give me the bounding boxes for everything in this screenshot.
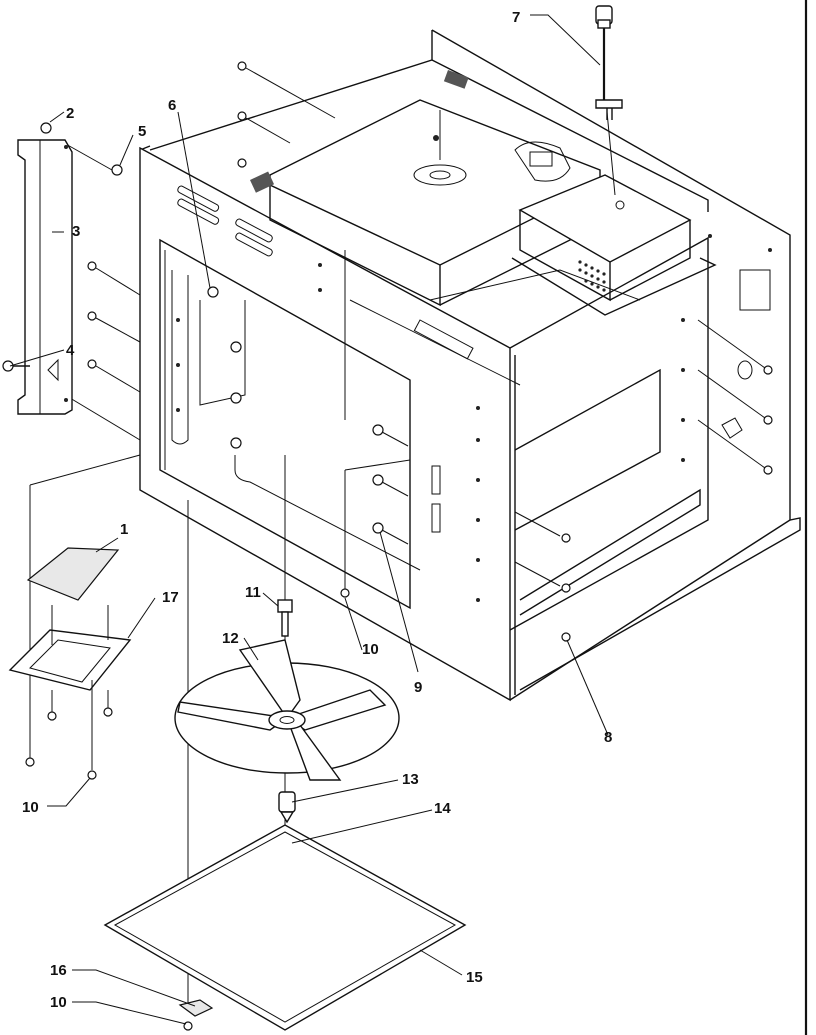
callout-13: 13 <box>402 771 419 788</box>
callout-labels: 7 2 5 6 3 4 1 17 11 12 10 9 8 13 14 10 1… <box>22 9 612 1011</box>
screw-2 <box>40 122 52 134</box>
bottom-plate <box>103 824 467 1031</box>
callout-6: 6 <box>168 97 176 114</box>
callout-2: 2 <box>66 105 74 122</box>
callout-3: 3 <box>72 223 80 240</box>
callout-10-left: 10 <box>22 799 39 816</box>
clip <box>178 999 214 1017</box>
fan-bolt <box>277 599 293 637</box>
screw-10-middle <box>340 588 350 598</box>
callout-9: 9 <box>414 679 422 696</box>
screw-set <box>87 61 773 642</box>
screw-10-bottom <box>183 1021 193 1031</box>
side-bracket <box>17 139 73 415</box>
temperature-sensor <box>595 5 623 120</box>
callout-10-middle: 10 <box>362 641 379 658</box>
callout-11: 11 <box>245 584 261 601</box>
callout-17: 17 <box>162 589 179 606</box>
light-bracket <box>8 605 132 780</box>
callout-leaders <box>9 14 609 1025</box>
top-housing <box>250 69 601 307</box>
screw-4 <box>2 360 30 372</box>
relay-box <box>511 174 717 316</box>
callout-10-bottom: 10 <box>50 994 67 1011</box>
callout-12: 12 <box>222 630 239 647</box>
cover-pad <box>26 547 120 601</box>
callout-16: 16 <box>50 962 67 979</box>
callout-14: 14 <box>434 800 451 817</box>
oven-cavity <box>139 29 801 702</box>
callout-8: 8 <box>604 729 612 746</box>
callout-7: 7 <box>512 9 520 26</box>
callout-5: 5 <box>138 123 146 140</box>
callout-4: 4 <box>66 342 75 359</box>
stirrer-fan <box>174 639 400 781</box>
callout-1: 1 <box>120 521 128 538</box>
callout-15: 15 <box>466 969 483 986</box>
nut-5 <box>111 164 123 176</box>
